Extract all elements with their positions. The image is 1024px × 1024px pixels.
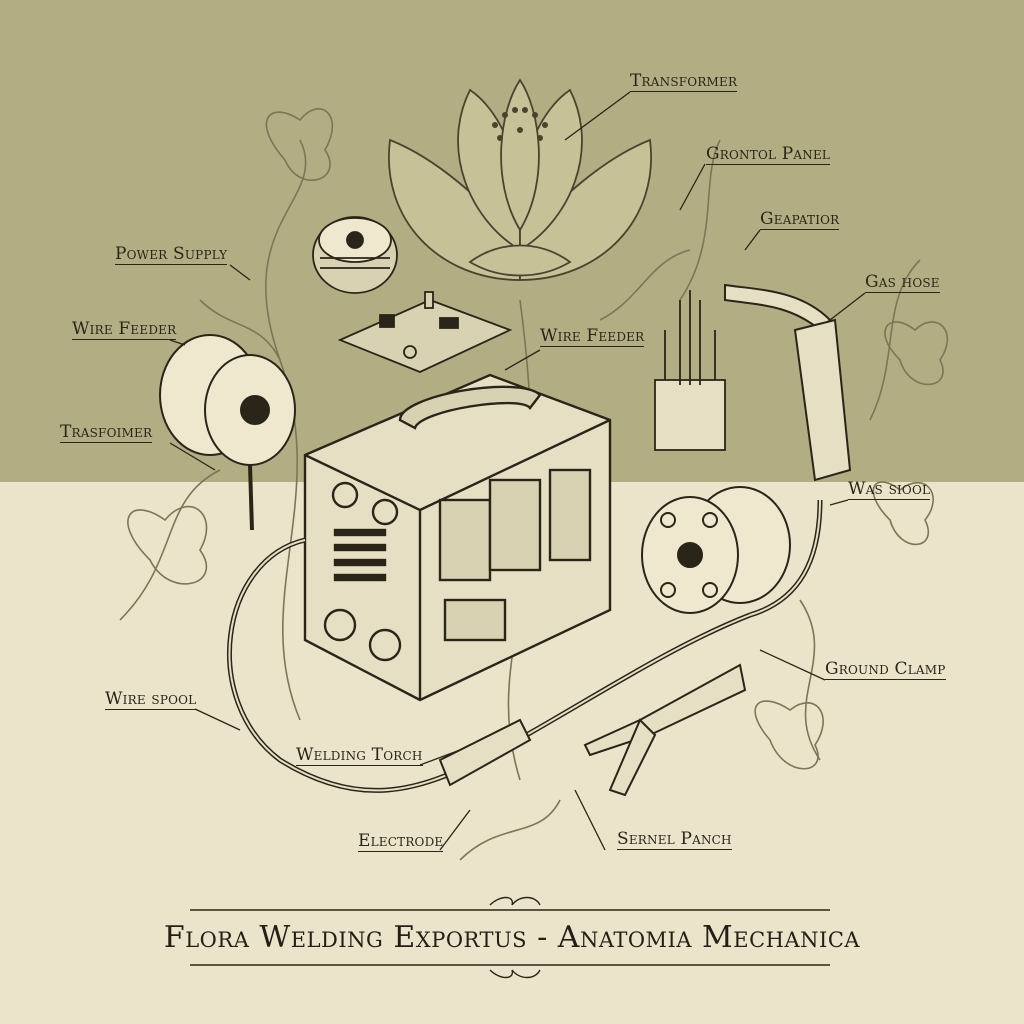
welding-machine-body — [303, 373, 612, 702]
label-grontol-panel: Grontol Panel — [706, 144, 831, 165]
label-electrode: Electrode — [358, 831, 444, 852]
label-sernel-panch: Sernel Panch — [617, 829, 732, 850]
side-flowers — [127, 108, 948, 770]
label-geapatior: Geapatior — [760, 209, 840, 230]
label-gas-hose: Gas hose — [865, 272, 940, 293]
circuit-board-icon — [337, 291, 513, 373]
floral-vines — [119, 139, 921, 861]
ground-clamp-icon — [583, 663, 747, 797]
right-spool-icon — [641, 486, 791, 614]
lotus-stamens — [492, 107, 548, 141]
label-was-siool: Was siool — [848, 479, 931, 500]
lotus-flower — [388, 78, 652, 281]
left-spool-icon — [159, 334, 296, 531]
label-ground-clamp: Ground Clamp — [825, 659, 946, 680]
label-wire-feeder-left: Wire Feeder — [72, 319, 177, 340]
title-rules — [190, 896, 830, 979]
label-wire-spool: Wire spool — [105, 689, 197, 710]
torch-handle-icon — [438, 283, 852, 787]
leader-lines — [169, 91, 866, 851]
label-trasfoimer: Trasfoimer — [60, 422, 153, 443]
label-transformer-top: Transformer — [630, 71, 738, 92]
label-welding-torch: Welding Torch — [296, 745, 423, 766]
regulator-assembly-icon — [654, 290, 726, 451]
label-wire-feeder-center: Wire Feeder — [540, 326, 645, 347]
diagram-title: Flora Welding Exportus - Anatomia Mechan… — [163, 920, 861, 955]
label-power-supply: Power Supply — [115, 244, 228, 265]
small-spool-icon — [312, 216, 398, 294]
